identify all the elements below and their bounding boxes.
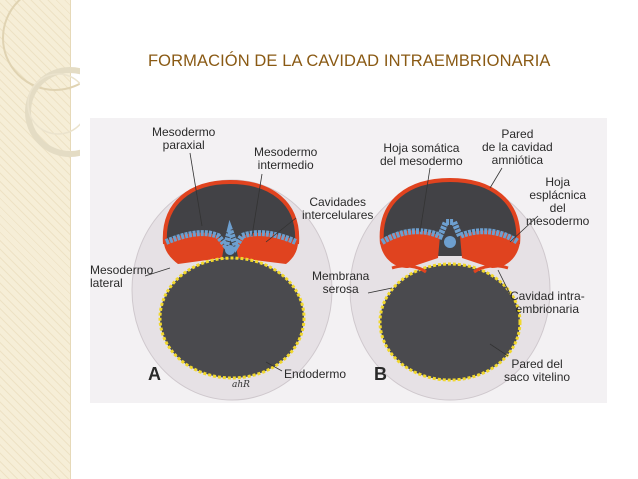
label-membrana-serosa: Membrana serosa	[312, 269, 370, 296]
decorative-side-band	[0, 0, 71, 479]
panel-b-leader-lines	[367, 167, 539, 357]
panel-b-yolk-sac	[380, 264, 520, 380]
label-pared-cavidad-amniotica: Pared de la cavidad amniótica	[482, 127, 553, 167]
label-cavidades-intercelulares: Cavidades intercelulares	[302, 195, 374, 222]
label-pared-saco-vitelino: Pared del saco vitelino	[504, 357, 571, 384]
panel-b-mesoderm-left	[380, 230, 440, 268]
panel-b-ectoderm	[380, 219, 520, 245]
panel-b-intraembryonic-cavity	[391, 264, 509, 274]
panel-a-endoderm	[158, 256, 306, 380]
label-cavidad-intraembrionaria: Cavidad intra- embrionaria	[510, 289, 585, 316]
label-mesodermo-paraxial: Mesodermo paraxial	[152, 125, 216, 152]
panel-b-endoderm	[378, 262, 522, 382]
label-mesodermo-intermedio: Mesodermo intermedio	[254, 145, 318, 172]
panel-a-letter: A	[148, 364, 161, 384]
panel-a-amnion-wall	[162, 179, 300, 245]
panel-a-neural-groove	[225, 245, 235, 255]
panel-a-embryo	[131, 179, 333, 401]
panel-a-yolk-sac	[160, 258, 304, 378]
label-hoja-esplacnica: Hoja esplácnica del mesodermo	[526, 175, 590, 228]
slide-title: FORMACIÓN DE LA CAVIDAD INTRAEMBRIONARIA	[148, 52, 551, 70]
label-endodermo: Endodermo	[284, 367, 347, 381]
decorative-circles	[2, 0, 80, 157]
panel-b-amnion-wall	[379, 177, 521, 245]
panel-a-mesoderm-right	[236, 232, 298, 264]
panel-b-letter: B	[374, 364, 387, 384]
panel-b-mesoderm-right	[460, 230, 520, 268]
panel-a-mesoderm-left	[164, 232, 224, 264]
illustrator-signature: ahR	[232, 380, 250, 390]
panel-b-embryo	[349, 177, 551, 401]
embryo-illustration	[131, 152, 551, 401]
embryo-diagram: Mesodermo paraxial Mesodermo intermedio …	[90, 118, 607, 403]
label-hoja-somatica: Hoja somática del mesodermo	[380, 141, 463, 168]
panel-b-neural-groove	[444, 236, 456, 248]
panel-a-leader-lines	[144, 152, 297, 372]
label-mesodermo-lateral: Mesodermo lateral	[90, 263, 154, 290]
